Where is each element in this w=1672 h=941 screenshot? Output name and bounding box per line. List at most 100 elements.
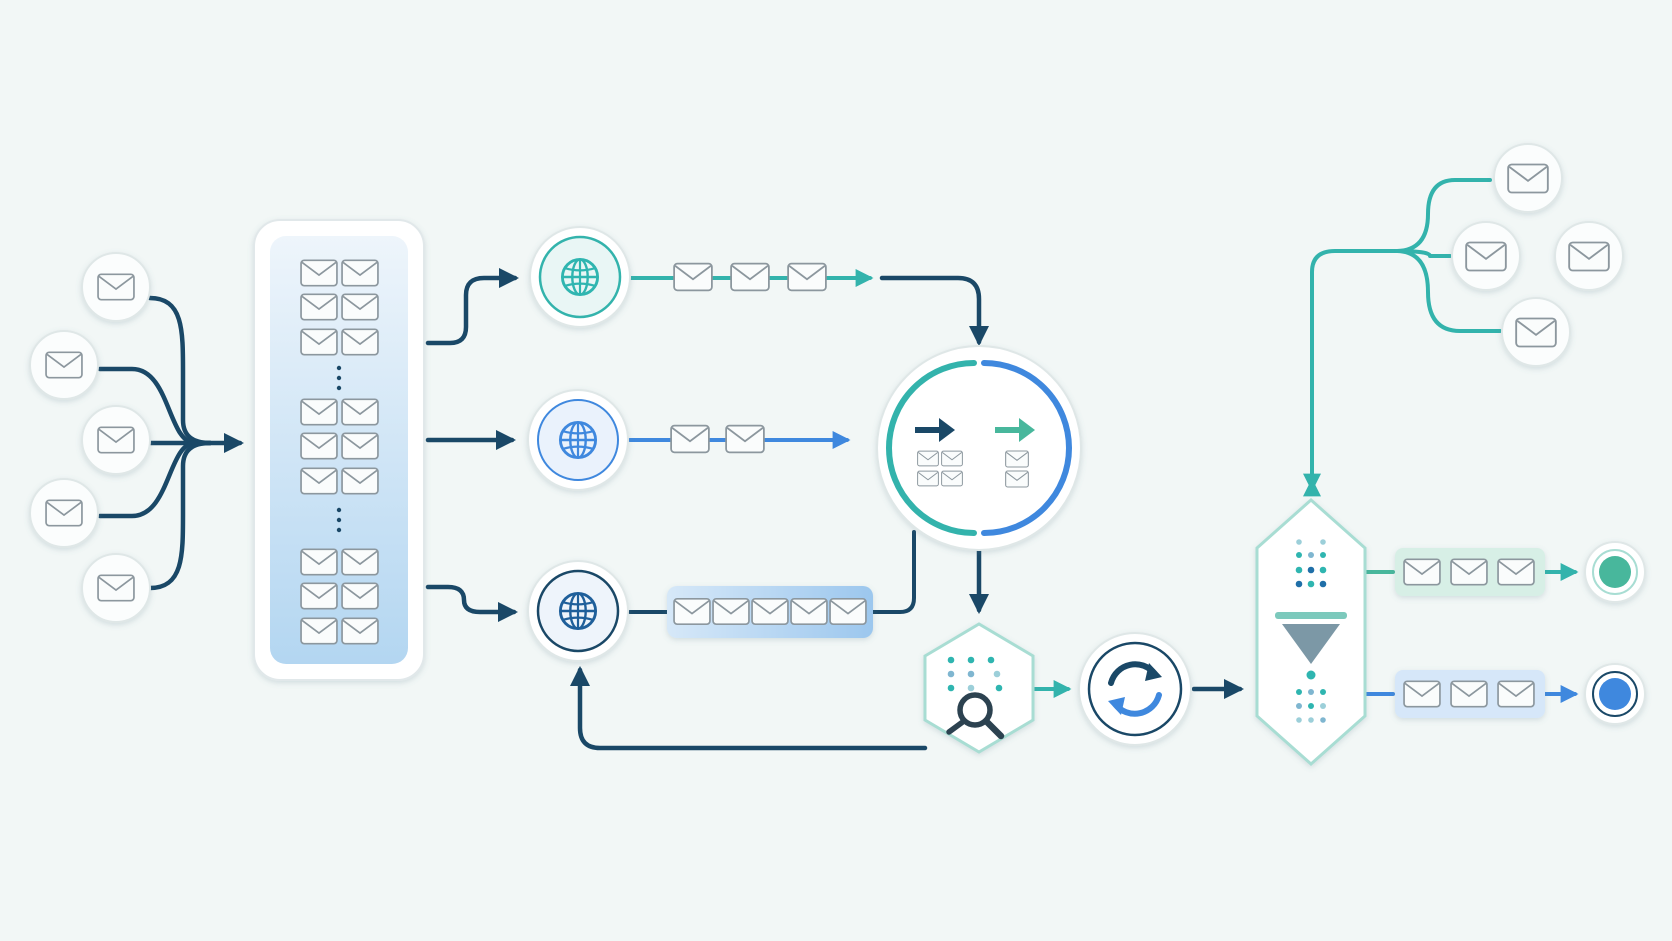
worker-3 bbox=[527, 560, 629, 662]
envelope-icon bbox=[300, 328, 338, 356]
envelope-icon bbox=[300, 293, 338, 321]
arrow-right-icon bbox=[995, 418, 1035, 442]
terminal-green bbox=[1584, 541, 1646, 603]
terminal-blue bbox=[1584, 663, 1646, 725]
output-lane-blue bbox=[1395, 670, 1545, 718]
envelope-icon bbox=[341, 259, 379, 287]
fanout-message-1 bbox=[1493, 143, 1563, 213]
envelope-icon bbox=[1568, 241, 1610, 272]
filter-dots-top bbox=[1295, 539, 1327, 588]
envelope-icon bbox=[97, 426, 135, 454]
envelope-icon bbox=[1403, 558, 1441, 586]
envelope-icon bbox=[341, 582, 379, 610]
envelope-icon bbox=[1507, 163, 1549, 194]
envelope-icon bbox=[341, 398, 379, 426]
queue-to-worker-1 bbox=[425, 267, 520, 346]
inbound-connector-1 bbox=[147, 295, 213, 446]
globe-icon bbox=[558, 591, 598, 631]
inbound-message-5 bbox=[81, 553, 151, 623]
output-lane-green bbox=[1395, 548, 1545, 596]
envelope-icon bbox=[341, 467, 379, 495]
inspector bbox=[923, 622, 1035, 754]
fanout-message-3 bbox=[1554, 221, 1624, 291]
envelope-icon bbox=[1515, 317, 1557, 348]
inbound-message-3 bbox=[81, 405, 151, 475]
envelope-icon bbox=[300, 467, 338, 495]
envelope-icon bbox=[1450, 680, 1488, 708]
inbound-connector-5 bbox=[147, 440, 213, 591]
globe-icon bbox=[560, 257, 600, 297]
filter-node bbox=[1255, 497, 1367, 767]
fanout-messages bbox=[1451, 143, 1624, 367]
envelope-icon bbox=[790, 597, 828, 626]
router bbox=[876, 345, 1082, 551]
magnifier-icon bbox=[946, 692, 1005, 740]
fanout-trunk bbox=[1303, 249, 1400, 497]
envelope-icon bbox=[673, 597, 711, 626]
envelope-icon bbox=[300, 617, 338, 645]
envelope-icon bbox=[45, 499, 83, 527]
envelope-icon bbox=[1005, 470, 1029, 488]
refresh-icon bbox=[1108, 661, 1162, 717]
filter-dots-bottom bbox=[1296, 689, 1326, 723]
envelope-icon bbox=[1005, 450, 1029, 468]
inbound-message-2 bbox=[29, 330, 99, 400]
retry-node bbox=[1078, 632, 1192, 746]
envelope-icon bbox=[712, 597, 750, 626]
fanout-message-4 bbox=[1501, 297, 1571, 367]
inbound-connector-2 bbox=[97, 366, 198, 446]
envelope-icon bbox=[941, 470, 963, 487]
worker-2 bbox=[527, 389, 629, 491]
envelope-icon bbox=[1465, 241, 1507, 272]
envelope-icon bbox=[751, 597, 789, 626]
envelope-icon bbox=[341, 548, 379, 576]
envelope-icon bbox=[1497, 680, 1535, 708]
envelope-icon bbox=[300, 398, 338, 426]
envelope-icon bbox=[917, 470, 939, 487]
inspector-dots bbox=[947, 656, 1003, 692]
envelope-icon bbox=[917, 450, 939, 467]
inspector-feedback bbox=[569, 665, 928, 751]
envelope-icon bbox=[1403, 680, 1441, 708]
funnel-icon bbox=[1282, 624, 1340, 664]
envelope-icon bbox=[300, 582, 338, 610]
envelope-icon bbox=[725, 424, 765, 454]
arrow-right-icon bbox=[915, 418, 955, 442]
queue-ellipsis-1 bbox=[336, 365, 342, 391]
message-queue bbox=[253, 219, 425, 681]
fanout-branch-bottom bbox=[1394, 249, 1502, 333]
envelope-icon bbox=[730, 262, 770, 292]
envelope-icon bbox=[341, 432, 379, 460]
envelope-icon bbox=[300, 432, 338, 460]
envelope-icon bbox=[97, 574, 135, 602]
envelope-icon bbox=[787, 262, 827, 292]
fanout-message-2 bbox=[1451, 221, 1521, 291]
envelope-icon bbox=[97, 273, 135, 301]
worker-3-output bbox=[628, 530, 916, 614]
envelope-icon bbox=[45, 351, 83, 379]
inbound-message-4 bbox=[29, 478, 99, 548]
worker-1 bbox=[529, 226, 631, 328]
worker-1-messages bbox=[673, 262, 827, 292]
envelope-icon bbox=[300, 548, 338, 576]
inbound-messages bbox=[29, 252, 151, 623]
envelope-icon bbox=[341, 328, 379, 356]
router-ring-blue bbox=[981, 360, 1072, 536]
envelope-icon bbox=[1450, 558, 1488, 586]
inbound-message-1 bbox=[81, 252, 151, 322]
envelope-icon bbox=[829, 597, 867, 626]
queue-ellipsis-2 bbox=[336, 507, 342, 533]
envelope-icon bbox=[941, 450, 963, 467]
envelope-icon bbox=[670, 424, 710, 454]
queue-to-worker-3 bbox=[425, 584, 519, 623]
envelope-icon bbox=[341, 293, 379, 321]
worker-1-to-router bbox=[879, 275, 990, 347]
router-ring-teal bbox=[886, 360, 977, 536]
envelope-icon bbox=[300, 259, 338, 287]
inbound-connector-4 bbox=[97, 440, 198, 519]
globe-icon bbox=[558, 420, 598, 460]
envelope-icon bbox=[1497, 558, 1535, 586]
envelope-icon bbox=[673, 262, 713, 292]
worker-3-conveyor bbox=[667, 586, 873, 638]
